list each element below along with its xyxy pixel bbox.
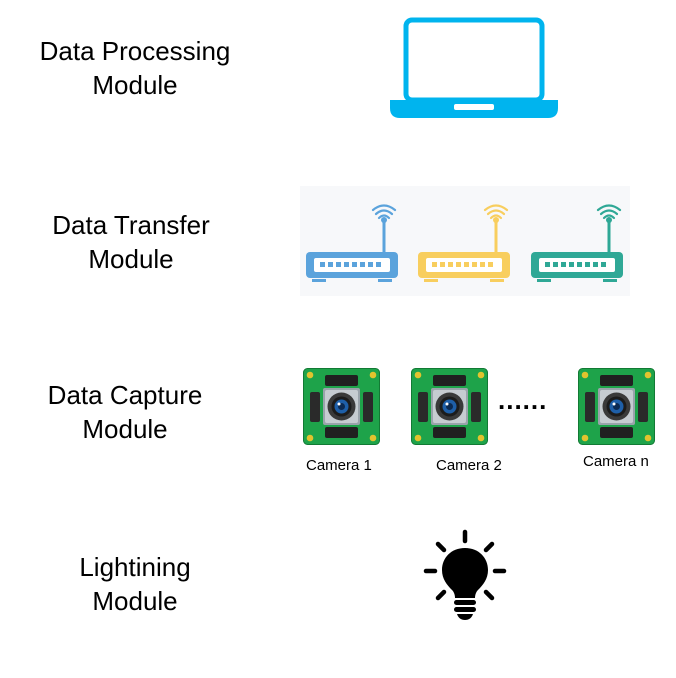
- data-processing-module-label: Data Processing Module: [39, 36, 231, 100]
- lightbulb-icon: [423, 529, 507, 620]
- camera-module-icon: [411, 368, 488, 445]
- camera-1-label: Camera 1: [306, 457, 372, 474]
- router-icon: [531, 204, 623, 282]
- data-transfer-module-label: Data Transfer Module: [52, 210, 210, 274]
- camera-n-label: Camera n: [583, 453, 649, 470]
- camera-ellipsis: ......: [498, 385, 548, 415]
- data-capture-module-label: Data Capture Module: [47, 380, 203, 444]
- camera-module-icon: [578, 368, 655, 445]
- router-icon: [306, 204, 398, 282]
- camera-2-label: Camera 2: [436, 457, 502, 474]
- camera-module-icon: [303, 368, 380, 445]
- lighting-module-label: Lightining Module: [79, 552, 191, 616]
- router-icon: [418, 204, 510, 282]
- laptop-icon: [390, 17, 558, 118]
